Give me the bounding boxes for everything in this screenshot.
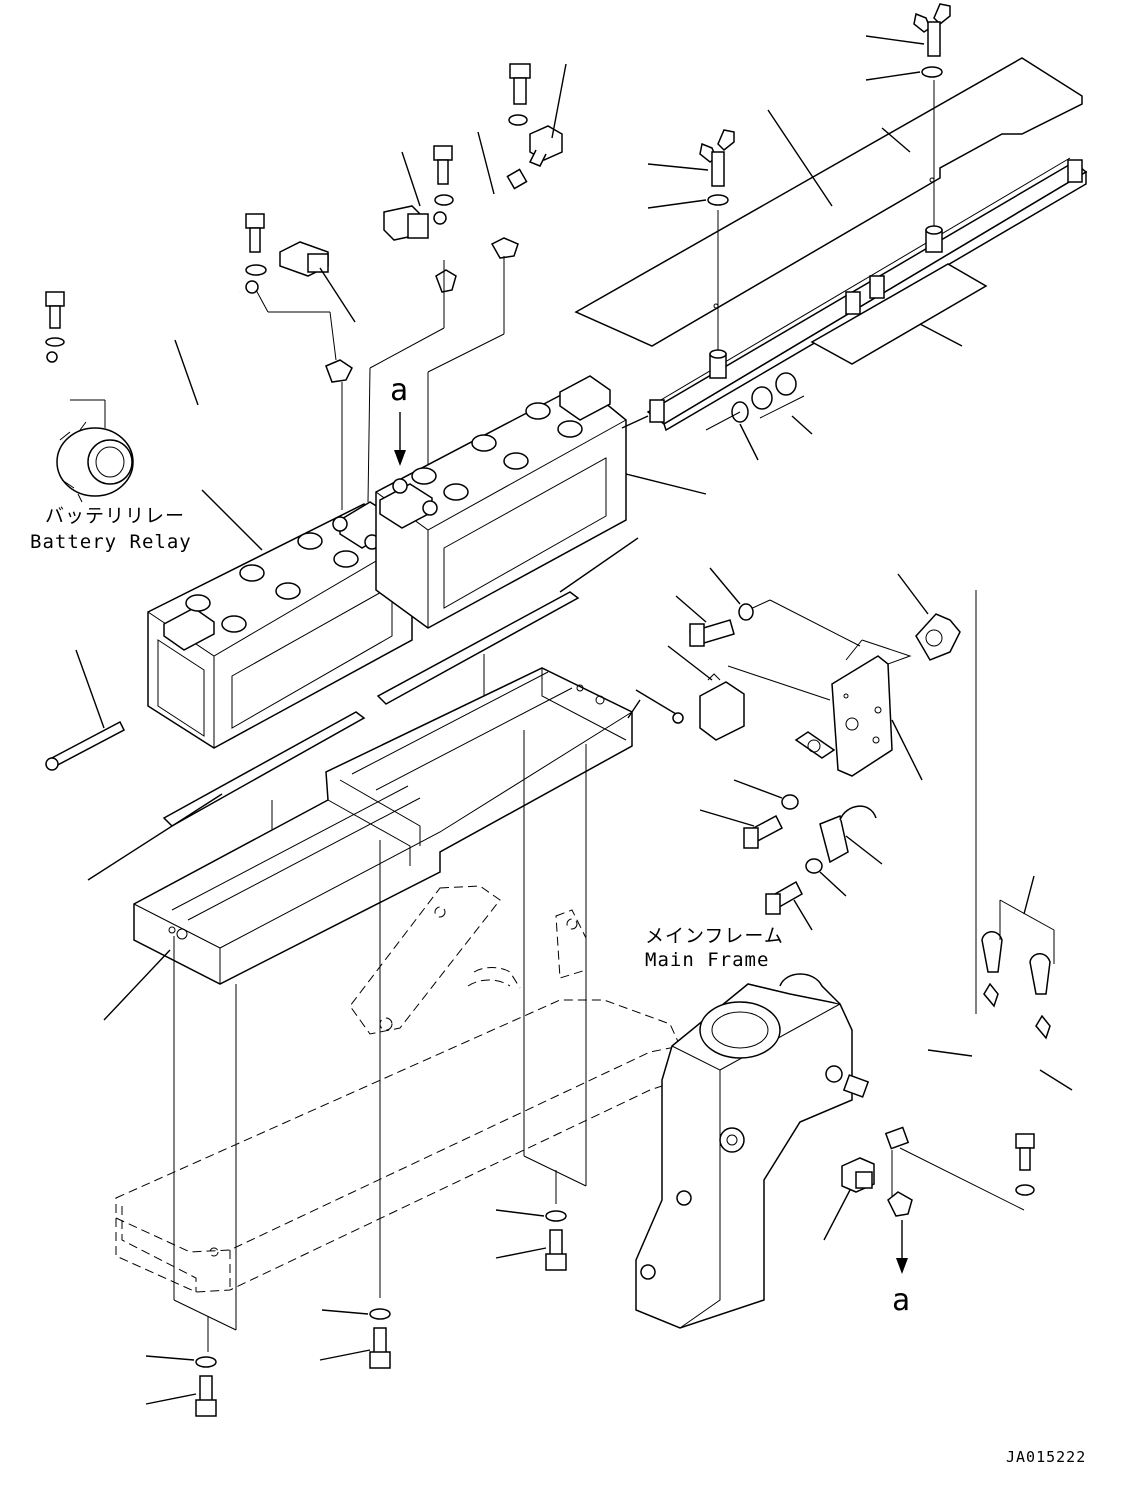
relay-cable <box>46 280 259 406</box>
battery-relay-label-en: Battery Relay <box>30 531 192 553</box>
bolt-bottom-right <box>495 1209 567 1271</box>
bolt-center-right <box>508 63 531 126</box>
rubber-pad-right <box>376 591 580 705</box>
relay-switch <box>897 573 961 661</box>
battery-cable-short <box>884 1014 1073 1150</box>
bolt-relay-cable <box>45 291 65 347</box>
bolt-center-top <box>433 145 454 206</box>
wing-bolt-center <box>647 129 735 209</box>
rubber-pad-left <box>162 711 366 827</box>
standoff-right <box>925 225 943 253</box>
cover-rail <box>646 157 1088 432</box>
relay-bracket <box>831 639 912 777</box>
clamp-bottom <box>887 1191 913 1217</box>
bolt-bracket-lower <box>699 779 799 849</box>
short-cable <box>433 131 528 225</box>
bolt-bottom-left <box>145 1355 217 1417</box>
main-frame-label-en: Main Frame <box>645 949 769 971</box>
terminal-cap-right <box>528 63 567 167</box>
bolt-bracket-upper <box>675 567 754 647</box>
bolt-ground <box>765 858 847 931</box>
clamp-left <box>325 359 353 383</box>
ground-terminal <box>819 805 883 865</box>
standoff-center <box>709 349 727 379</box>
bolt-top-left <box>245 213 267 276</box>
main-frame <box>635 973 853 1329</box>
view-marker-a-top: a <box>390 373 408 408</box>
rail-washer-nuts <box>705 372 813 461</box>
bracket-pad <box>794 731 836 759</box>
frame-outline <box>115 885 681 1293</box>
bolt-bottom-center <box>319 1308 391 1369</box>
main-frame-label-jp: メインフレーム <box>645 925 784 947</box>
battery-tray <box>133 667 633 985</box>
drawing-code: JA015222 <box>1006 1448 1086 1466</box>
clamp-center <box>435 237 519 293</box>
terminal-cover-bottom <box>823 1157 875 1241</box>
hold-rod <box>45 649 125 771</box>
battery-relay <box>56 399 134 503</box>
timer-unit <box>635 645 745 741</box>
bolt-bottom-right-cable <box>1015 1133 1035 1196</box>
rail-pad <box>810 263 988 365</box>
terminal-cover-left <box>279 241 356 323</box>
view-marker-a-bottom: a <box>892 1283 910 1318</box>
battery-right <box>375 375 627 629</box>
cable-boots <box>981 875 1055 995</box>
battery-relay-label-jp: バッテリリレー <box>45 505 185 527</box>
terminal-cover-center <box>383 151 429 241</box>
wing-bolt-right <box>865 3 951 81</box>
